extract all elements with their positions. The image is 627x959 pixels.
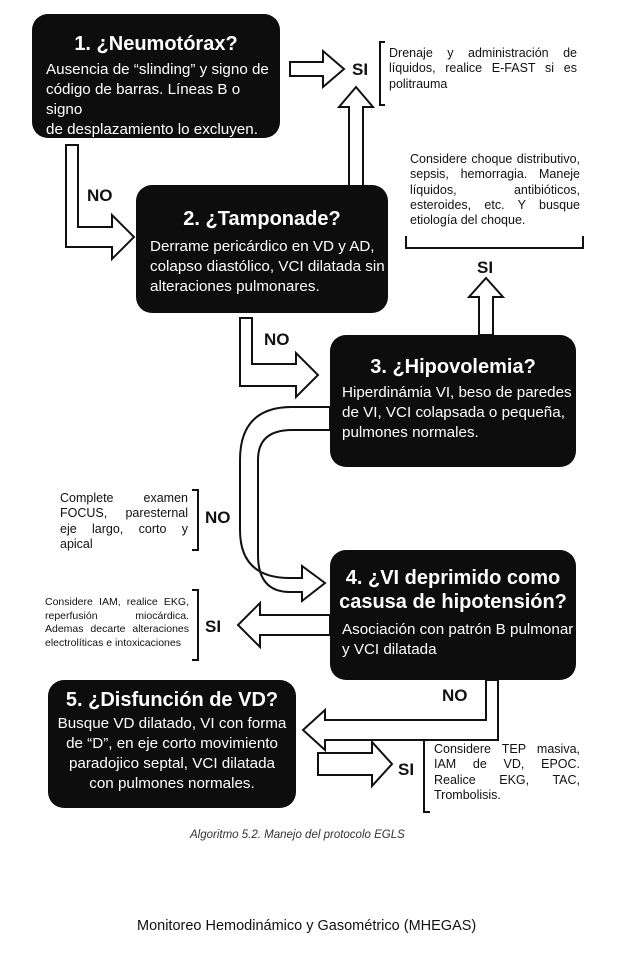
text-line: de VI, VCI colapsada o pequeña, <box>342 404 565 421</box>
arrow-si-3-up <box>466 276 506 336</box>
page-footer: Monitoreo Hemodinámico y Gasométrico (MH… <box>137 918 477 934</box>
label-si-5: SI <box>398 760 415 779</box>
text-line: Hiperdinámia VI, beso de paredes <box>342 384 572 401</box>
title-line: casusa de hipotensión? <box>339 591 567 613</box>
text-line: Ausencia de “slinding” y signo de <box>46 61 269 78</box>
node-vi-deprimido: 4. ¿VI deprimido como casusa de hipotens… <box>330 550 576 680</box>
node-disfuncion-vd-body: Busque VD dilatado, VI con forma de “D”,… <box>48 714 296 794</box>
node-taponade-body: Derrame pericárdico en VD y AD, colapso … <box>150 237 385 297</box>
text-line: de desplazamiento lo excluyen. <box>46 121 258 138</box>
note-choque: Considere choque distributivo, sepsis, h… <box>410 152 580 228</box>
title-line: 4. ¿VI deprimido como <box>345 567 561 589</box>
node-vi-deprimido-title: 4. ¿VI deprimido como casusa de hipotens… <box>330 566 576 614</box>
node-taponade: 2. ¿Tamponade? Derrame pericárdico en VD… <box>136 185 388 313</box>
text-line: paradojico septal, VCI dilatada <box>68 755 275 772</box>
node-disfuncion-vd: 5. ¿Disfunción de VD? Busque VD dilatado… <box>48 680 296 808</box>
label-no-3: NO <box>205 508 231 527</box>
bracket-tep <box>423 739 430 813</box>
label-no-4: NO <box>442 686 468 705</box>
arrow-si-1 <box>289 48 346 90</box>
figure-caption: Algoritmo 5.2. Manejo del protocolo EGLS <box>190 829 405 841</box>
text-line: Derrame pericárdico en VD y AD, <box>150 238 375 255</box>
bracket-focus <box>192 489 199 551</box>
node-hipovolemia: 3. ¿Hipovolemia? Hiperdinámia VI, beso d… <box>330 335 576 467</box>
arrow-no-2-to-3 <box>239 317 320 400</box>
label-no-2: NO <box>264 330 290 349</box>
note-drenaje: Drenaje y administración de líquidos, re… <box>389 46 577 91</box>
text-line: Busque VD dilatado, VI con forma <box>57 715 287 732</box>
bracket-choque <box>405 236 584 249</box>
bracket-iam <box>192 589 199 661</box>
node-hipovolemia-body: Hiperdinámia VI, beso de paredes de VI, … <box>342 383 572 443</box>
arrow-2-up-to-si <box>336 85 376 187</box>
arrow-si-4 <box>236 600 331 650</box>
node-taponade-title: 2. ¿Tamponade? <box>183 208 341 230</box>
arrow-si-5 <box>317 739 394 789</box>
arrow-no-1-to-2 <box>65 144 136 262</box>
text-line: de “D”, en eje corto movimiento <box>66 735 278 752</box>
note-iam: Considere IAM, realice EKG, reperfusión … <box>45 596 189 649</box>
arrow-no-3-to-4 <box>239 406 331 604</box>
node-neumotorax: 1. ¿Neumotórax? Ausencia de “slinding” y… <box>32 14 280 138</box>
text-line: con pulmones normales. <box>89 775 255 792</box>
node-hipovolemia-title: 3. ¿Hipovolemia? <box>370 356 536 378</box>
text-line: código de barras. Líneas B o signo <box>46 81 241 118</box>
node-vi-deprimido-body: Asociación con patrón B pulmonar y VCI d… <box>342 620 573 660</box>
text-line: alteraciones pulmonares. <box>150 278 320 295</box>
node-neumotorax-title: 1. ¿Neumotórax? <box>74 33 238 55</box>
label-si-3: SI <box>477 258 494 277</box>
label-no-1: NO <box>87 186 113 205</box>
label-si-1: SI <box>352 60 369 79</box>
text-line: Asociación con patrón B pulmonar <box>342 621 574 638</box>
note-focus: Complete examen FOCUS, paresternal eje l… <box>60 491 188 551</box>
note-tep: Considere TEP masiva, IAM de VD, EPOC. R… <box>434 742 580 802</box>
bracket-drenaje <box>379 41 385 106</box>
label-si-4: SI <box>205 617 222 636</box>
text-line: colapso diastólico, VCI dilatada sin <box>150 258 385 275</box>
text-line: y VCI dilatada <box>342 641 437 658</box>
text-line: pulmones normales. <box>342 424 479 441</box>
node-neumotorax-body: Ausencia de “slinding” y signo de código… <box>46 60 280 140</box>
arrow-no-4-to-5 <box>301 679 499 753</box>
node-disfuncion-vd-title: 5. ¿Disfunción de VD? <box>65 689 279 711</box>
